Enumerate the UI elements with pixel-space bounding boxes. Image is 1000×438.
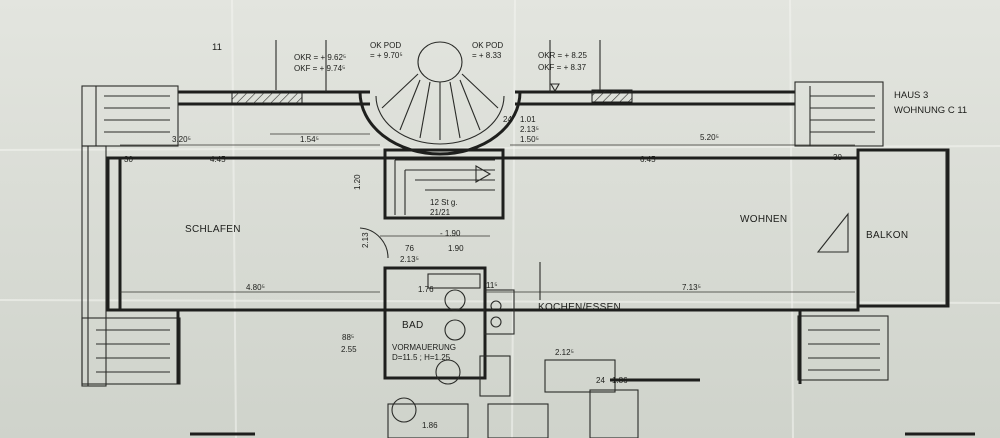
dim-label: 4.45 bbox=[210, 155, 226, 164]
room-label-balkon: BALKON bbox=[866, 230, 908, 241]
dim-label: 2.12⁵ bbox=[555, 348, 574, 357]
stair-arrow-icon bbox=[475, 165, 492, 183]
exterior-walls bbox=[106, 89, 860, 312]
room-label-schlafen: SCHLAFEN bbox=[185, 224, 241, 235]
dim-label: 1.54⁵ bbox=[300, 135, 319, 144]
dim-label: 1.01 bbox=[520, 115, 536, 124]
dim-label: 1.50⁵ bbox=[520, 135, 539, 144]
okr-left: OKR = + 9.62⁵ bbox=[294, 53, 346, 62]
apartment-title: WOHNUNG C 11 bbox=[894, 105, 967, 116]
room-labels: SCHLAFEN WOHNEN BALKON KOCHEN/ESSEN BAD … bbox=[185, 214, 908, 362]
okpod-left-1: OK POD bbox=[370, 41, 401, 50]
dim-label: 88⁵ bbox=[342, 333, 354, 342]
level-annotations: OKR = + 9.62⁵ OKF = + 9.74⁵ OK POD = + 9… bbox=[294, 41, 587, 93]
dim-label: 3.20⁵ bbox=[172, 135, 191, 144]
lower-walls bbox=[176, 310, 975, 436]
stair-steps: 12 St g. bbox=[430, 198, 458, 207]
page-number: 11 bbox=[212, 42, 222, 53]
okf-left: OKF = + 9.74⁵ bbox=[294, 64, 345, 73]
dim-label: 24 bbox=[503, 115, 512, 124]
dim-label: 1.86 bbox=[422, 421, 438, 430]
dimension-lines bbox=[120, 133, 855, 293]
okpod-right-2: = + 8.33 bbox=[472, 51, 502, 60]
interior-walls bbox=[383, 262, 700, 438]
okpod-right-1: OK POD bbox=[472, 41, 503, 50]
door-swings bbox=[359, 212, 849, 259]
dim-label: 24 bbox=[596, 376, 605, 385]
right-balcony-railing bbox=[794, 81, 950, 381]
room-label-bad: BAD bbox=[402, 320, 423, 331]
dim-label: 11⁵ bbox=[486, 281, 498, 290]
interior-stair: 12 St g. 21/21 bbox=[383, 148, 505, 220]
note-vormauerung-size: D=11.5 ; H=1.25 bbox=[392, 353, 451, 362]
dim-label: 1.90 bbox=[448, 244, 464, 253]
level-marker-icon bbox=[550, 83, 560, 93]
room-label-wohnen: WOHNEN bbox=[740, 214, 787, 225]
dim-label: 6.45 bbox=[640, 155, 656, 164]
dim-label: 30 bbox=[833, 153, 842, 162]
stair-ratio: 21/21 bbox=[430, 208, 451, 217]
okr-right: OKR = + 8.25 bbox=[538, 51, 587, 60]
dim-label: 1.20 bbox=[353, 174, 362, 190]
dim-label: 30 bbox=[124, 155, 133, 164]
okpod-left-2: = + 9.70⁵ bbox=[370, 51, 403, 60]
dim-label: 1.76 bbox=[418, 285, 434, 294]
dim-label: 76 bbox=[405, 244, 414, 253]
dim-label: 1.86 bbox=[612, 376, 628, 385]
dim-label: - 1.90 bbox=[440, 229, 461, 238]
dim-label: 2.55 bbox=[341, 345, 357, 354]
dim-label: 7.13⁵ bbox=[682, 283, 701, 292]
note-vormauerung: VORMAUERUNG bbox=[392, 343, 456, 352]
dimension-labels: 3.20⁵ 1.54⁵ 5.20⁵ 4.45 6.45 1.01 2.13⁵ 1… bbox=[124, 115, 842, 430]
left-balcony-railing bbox=[81, 85, 181, 387]
dim-label: 2.13 bbox=[361, 232, 370, 248]
room-label-kochen-essen: KOCHEN/ESSEN bbox=[538, 302, 621, 313]
okf-right: OKF = + 8.37 bbox=[538, 63, 587, 72]
dim-label: 4.80⁵ bbox=[246, 283, 265, 292]
dim-label: 2.13⁵ bbox=[400, 255, 419, 264]
spiral-stair-tower bbox=[275, 40, 601, 156]
house-title: HAUS 3 bbox=[894, 90, 928, 101]
dim-label: 5.20⁵ bbox=[700, 133, 719, 142]
dim-label: 2.13⁵ bbox=[520, 125, 539, 134]
